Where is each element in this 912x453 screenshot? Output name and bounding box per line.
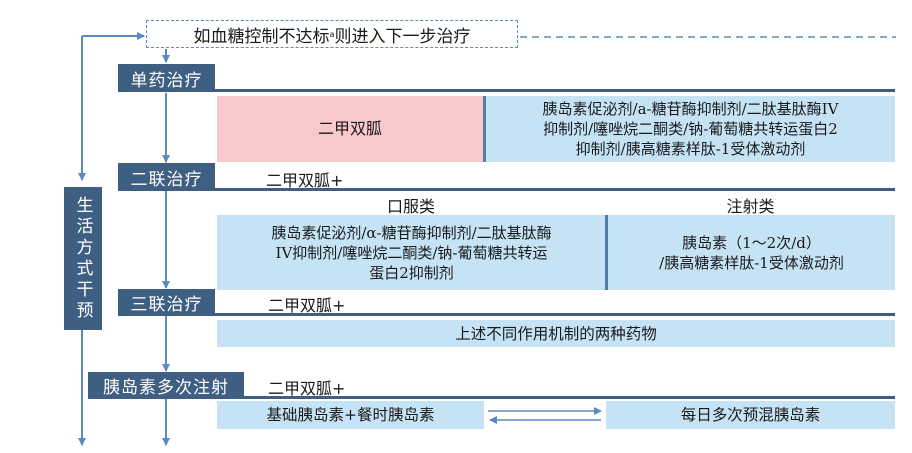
triple-option: 上述不同作用机制的两种药物 (217, 320, 895, 347)
step-monotherapy-rule (215, 89, 895, 92)
lifestyle-intervention-box: 生活方式干预 (64, 187, 102, 330)
footnote-marker: a (329, 29, 335, 39)
step-dual-rule (215, 188, 895, 191)
monotherapy-primary-metformin: 二甲双胍 (217, 96, 483, 162)
step-triple-rule (215, 313, 895, 316)
monotherapy-alt-line: 胰岛素促泌剂/a-糖苷酶抑制剂/二肽基肽酶IV (542, 100, 839, 118)
oral-header: 口服类 (386, 197, 435, 216)
dual-injection-options: 胰岛素（1～2次/d） /胰高糖素样肽-1受体激动剂 (605, 215, 895, 290)
escalation-note-text-rest: 则进入下一步治疗 (334, 26, 471, 47)
monotherapy-alt-line: 抑制剂/噻唑烷二酮类/钠-葡萄糖共转运蛋白2 (543, 120, 838, 138)
oral-option-line: 胰岛素促泌剂/α-糖苷酶抑制剂/二肽基肽酶 (271, 223, 552, 242)
injection-option-line: 胰岛素（1～2次/d） (682, 233, 821, 252)
injection-option-line: /胰高糖素样肽-1受体激动剂 (659, 253, 844, 272)
injection-header: 注射类 (726, 197, 775, 216)
step-multi-insulin-label: 胰岛素多次注射 (88, 372, 244, 399)
dual-oral-options: 胰岛素促泌剂/α-糖苷酶抑制剂/二肽基肽酶 IV抑制剂/噻唑烷二酮类/钠-葡萄糖… (217, 215, 606, 290)
triple-base-metformin: 二甲双胍+ (268, 296, 346, 315)
escalation-note-text: 如血糖控制不达标 (193, 26, 330, 47)
oral-option-line: 蛋白2抑制剂 (369, 263, 454, 282)
step-dual-label: 二联治疗 (118, 163, 215, 191)
step-multi-insulin-rule (244, 396, 895, 399)
monotherapy-alt-line: 抑制剂/胰高糖素样肽-1受体激动剂 (575, 140, 806, 158)
step-monotherapy-label: 单药治疗 (118, 64, 215, 92)
oral-option-line: IV抑制剂/噻唑烷二酮类/钠-葡萄糖共转运 (275, 243, 548, 262)
monotherapy-alternatives: 胰岛素促泌剂/a-糖苷酶抑制剂/二肽基肽酶IV 抑制剂/噻唑烷二酮类/钠-葡萄糖… (483, 96, 895, 162)
premixed-insulin-option: 每日多次预混胰岛素 (606, 401, 895, 429)
basal-bolus-option: 基础胰岛素+餐时胰岛素 (217, 401, 484, 429)
multi-insulin-base-metformin: 二甲双胍+ (268, 379, 346, 398)
step-triple-label: 三联治疗 (118, 289, 215, 316)
dual-base-metformin: 二甲双胍+ (266, 171, 344, 190)
